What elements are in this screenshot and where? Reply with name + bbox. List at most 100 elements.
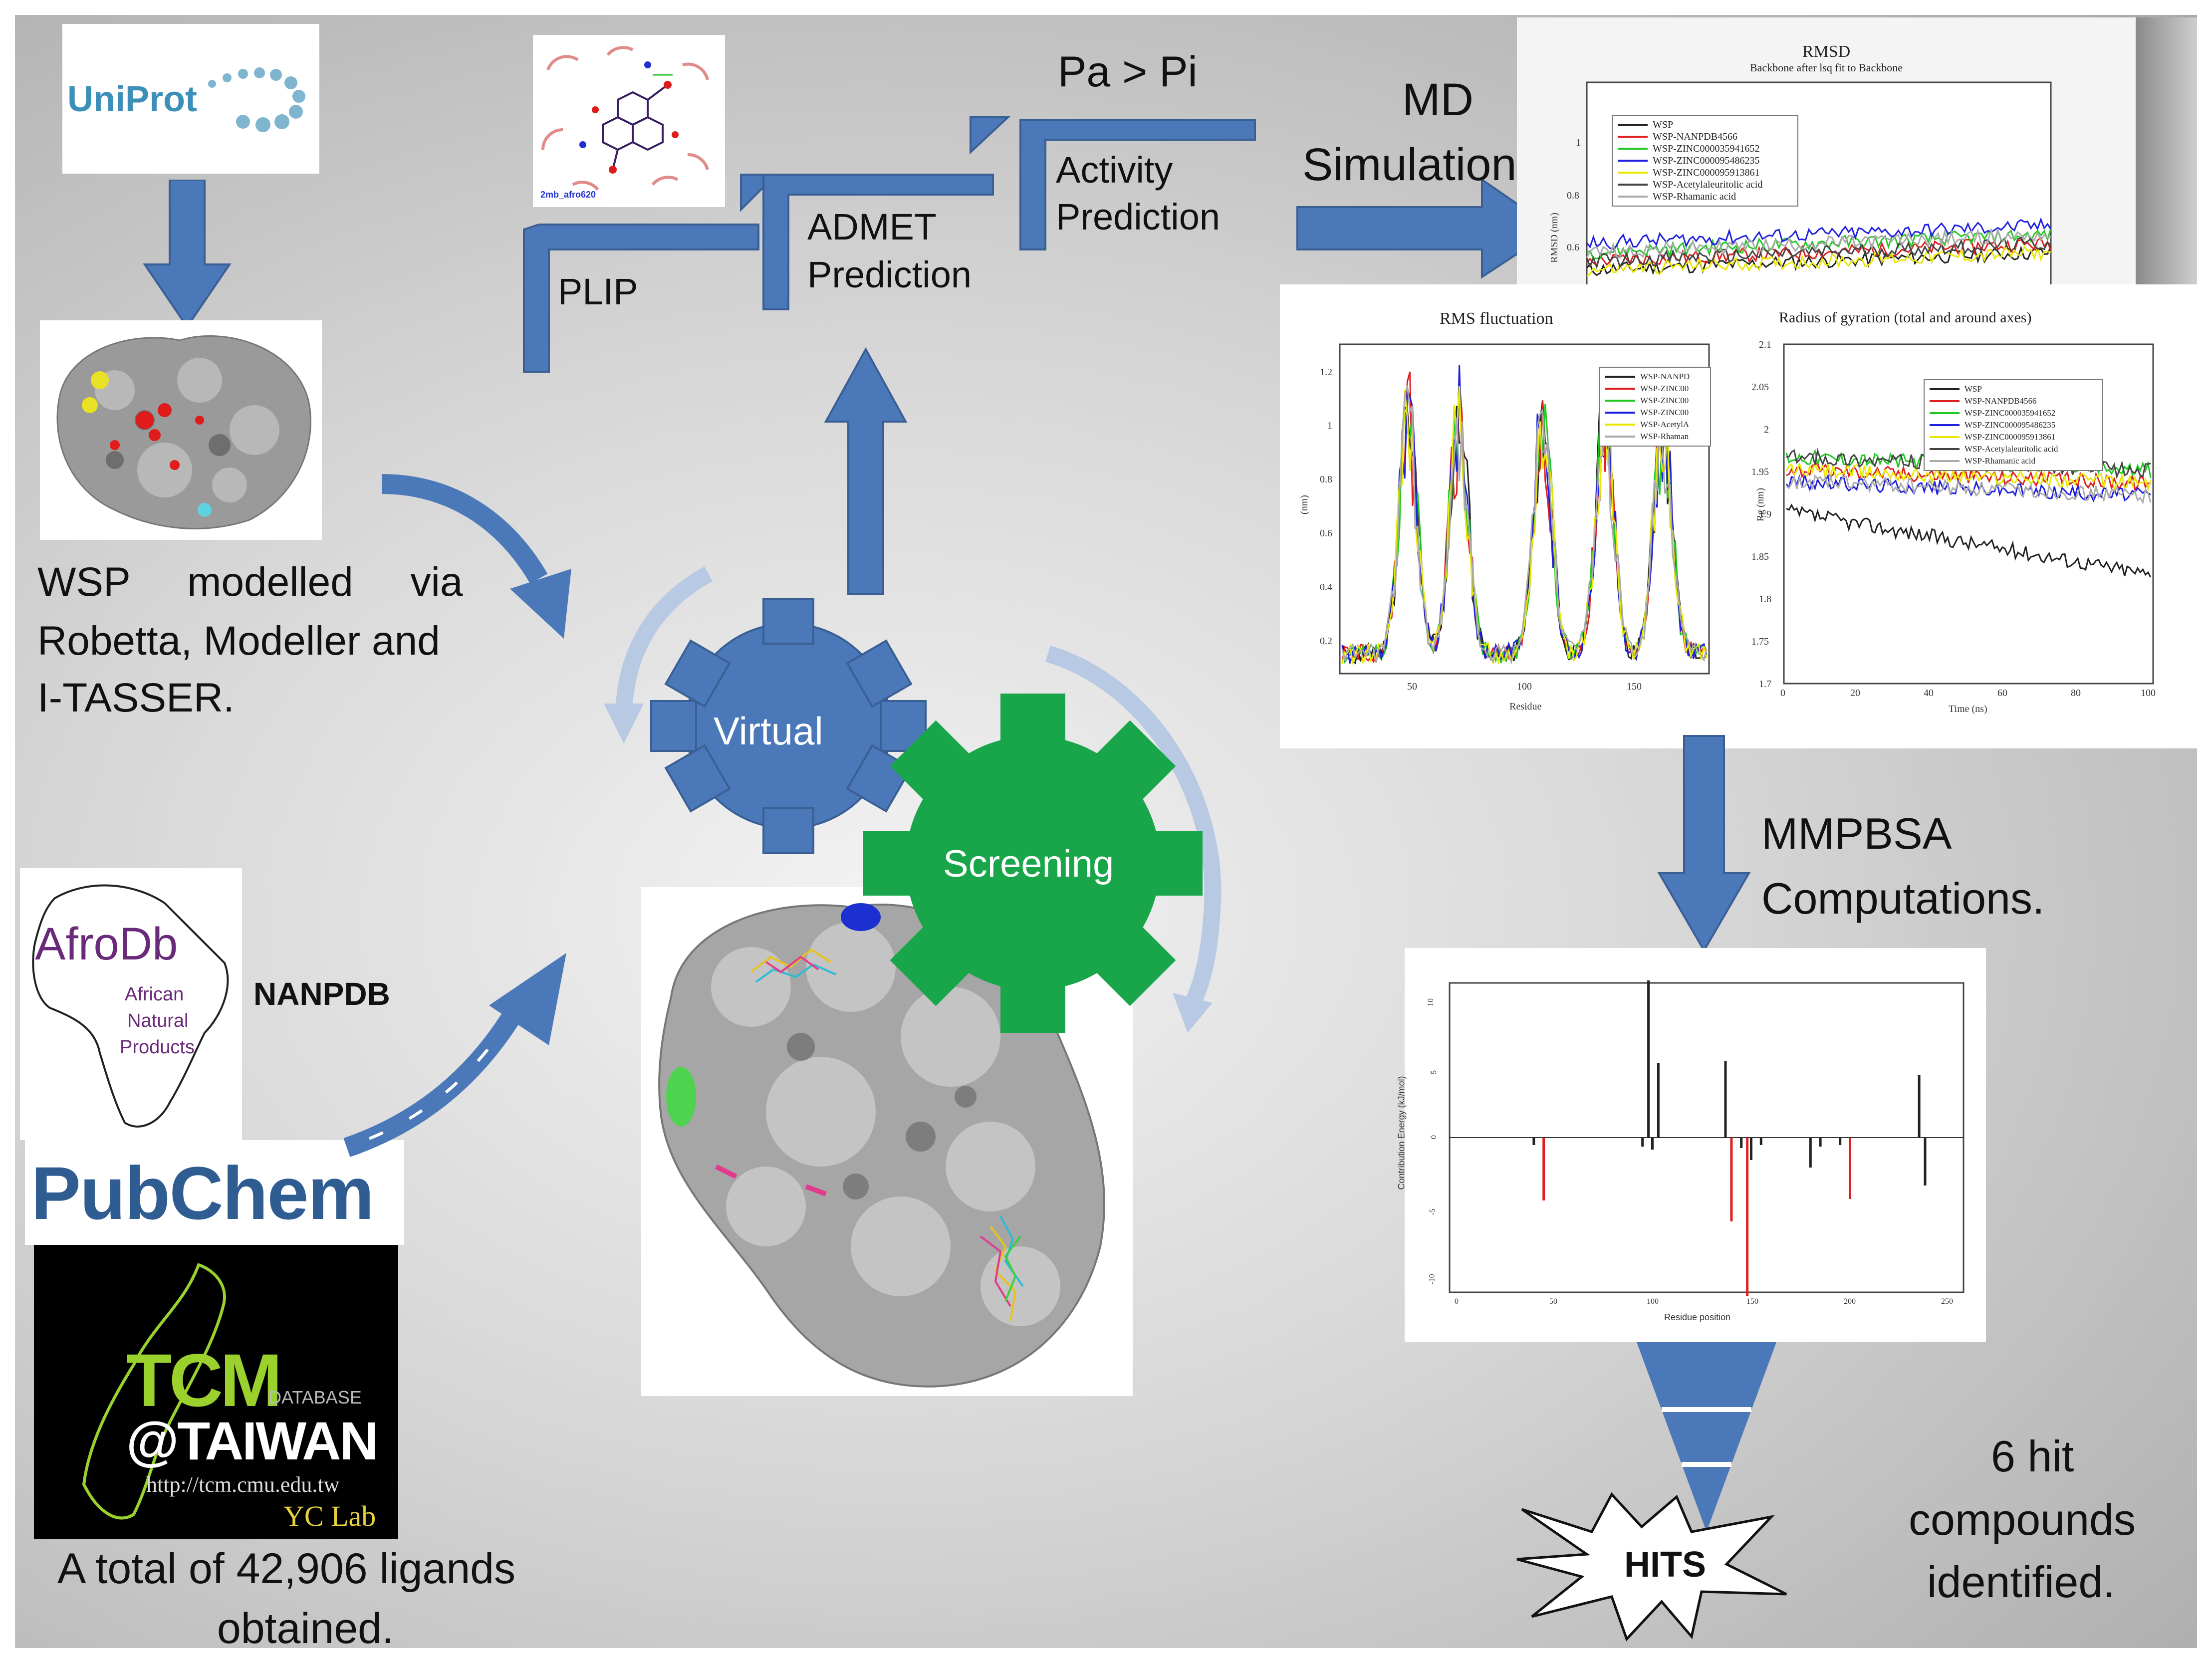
rg-xtick-3: 40 — [1924, 688, 1934, 699]
mmpbsa-ytick-2: 5 — [1430, 1070, 1438, 1074]
series-line — [1586, 237, 2052, 270]
virtual-gear-icon — [650, 598, 927, 854]
mmpbsa-plot — [1449, 980, 1965, 1296]
arrow-model-to-screening — [381, 474, 571, 639]
legend-entry: WSP-Acetylaleuritolic acid — [1930, 443, 2097, 455]
energy-bar — [1730, 1138, 1733, 1221]
mmpbsa-ylabel: Contribution Energy (kJ/mol) — [1396, 1076, 1407, 1190]
hits-funnel-icon — [1637, 1342, 1776, 1532]
rmsf-ytick-1: 1.2 — [1320, 367, 1332, 378]
rmsf-xtick-3: 150 — [1627, 681, 1642, 692]
diagram-canvas: UniProt WSP modelled via Robetta, Modell… — [15, 15, 2197, 1648]
mmpbsa-xtick-3: 100 — [1647, 1297, 1659, 1306]
tcm-sub: DATABASE — [268, 1387, 362, 1408]
legend-entry: WSP — [1618, 119, 1792, 131]
rg-ytick-2: 2.05 — [1751, 382, 1769, 393]
rg-ytick-7: 1.8 — [1759, 594, 1771, 605]
afrodb-line-2: Natural — [127, 1010, 189, 1031]
mmpbsa-xtick-6: 250 — [1941, 1297, 1953, 1306]
legend-label: WSP-ZINC000095913861 — [1653, 167, 1760, 178]
legend-label: WSP-NANPD — [1640, 372, 1690, 381]
rg-xtick-4: 60 — [1997, 688, 2007, 699]
uniprot-logo: UniProt — [62, 24, 319, 174]
rmsf-rg-chart-panel: RMS fluctuation (nm) Residue 50 100 150 … — [1280, 284, 2197, 748]
legend-label: WSP-ZINC000095913861 — [1965, 432, 2056, 442]
energy-bar — [1641, 1138, 1644, 1147]
legend-entry: WSP-ZINC000095486235 — [1930, 419, 2097, 431]
legend-swatch — [1930, 448, 1960, 450]
wsp-caption-line-3: I-TASSER. — [37, 675, 235, 720]
step-plip-label: PLIP — [558, 271, 638, 312]
rg-ytick-8: 1.75 — [1751, 636, 1769, 647]
legend-label: WSP-ZINC00 — [1640, 396, 1689, 405]
legend-swatch — [1605, 388, 1635, 390]
energy-bar — [1651, 1138, 1654, 1150]
hits-caption-line-1: 6 hit — [1991, 1431, 2074, 1481]
legend-swatch — [1618, 136, 1648, 138]
mmpbsa-xtick-2: 50 — [1549, 1297, 1557, 1306]
legend-entry: WSP-ZINC00 — [1605, 407, 1705, 419]
legend-swatch — [1618, 184, 1648, 186]
hits-caption-line-3: identified. — [1927, 1557, 2115, 1607]
rmsf-ytick-2: 1 — [1327, 420, 1332, 431]
legend-label: WSP-ZINC000095486235 — [1965, 420, 2056, 430]
legend-swatch — [1605, 424, 1635, 426]
tcm-lab: YC Lab — [283, 1500, 376, 1532]
legend-entry: WSP-ZINC000035941652 — [1618, 143, 1792, 155]
rg-plot — [1783, 343, 2154, 685]
cycle-arrows — [604, 566, 1222, 1033]
energy-bar — [1657, 1063, 1660, 1138]
taiwan-map-icon — [82, 1263, 226, 1520]
legend-label: WSP — [1653, 119, 1674, 130]
legend-swatch — [1930, 400, 1960, 402]
legend-entry: WSP-Acetylaleuritolic acid — [1618, 179, 1792, 191]
legend-entry: WSP-Rhamanic acid — [1930, 455, 2097, 467]
step-md-line-1: MD — [1402, 74, 1474, 125]
uniprot-dots-icon — [208, 67, 305, 132]
hits-burst-icon — [1516, 1492, 1787, 1642]
rg-ytick-6: 1.85 — [1751, 551, 1769, 562]
rmsd-title: RMSD — [1802, 42, 1851, 61]
series-line — [1341, 385, 1708, 665]
energy-bar — [1918, 1075, 1921, 1138]
hits-caption-line-2: compounds — [1909, 1495, 2136, 1544]
tcm-brand: TCM — [126, 1338, 282, 1422]
legend-label: WSP-AcetylA — [1640, 420, 1690, 429]
step-activity-line-1: Activity — [1056, 149, 1173, 191]
mmpbsa-ytick-3: 0 — [1430, 1135, 1438, 1139]
rmsd-plot — [1586, 81, 2052, 287]
rmsf-ytick-5: 0.4 — [1320, 582, 1332, 593]
tcm-region: @TAIWAN — [126, 1411, 378, 1471]
series-line — [1786, 474, 2152, 504]
legend-entry: WSP-NANPD — [1605, 371, 1705, 383]
legend-entry: WSP-AcetylA — [1605, 419, 1705, 431]
mmpbsa-ytick-4: -5 — [1428, 1208, 1437, 1215]
legend-entry: WSP-ZINC000095486235 — [1618, 155, 1792, 167]
rg-ytick-3: 2 — [1764, 424, 1769, 435]
legend-entry: WSP-ZINC000095913861 — [1618, 167, 1792, 179]
rmsf-xtick-2: 100 — [1517, 681, 1532, 692]
rmsf-xtick-1: 50 — [1407, 681, 1417, 692]
legend-label: WSP-ZINC000035941652 — [1965, 408, 2056, 418]
legend-swatch — [1618, 196, 1648, 198]
rmsf-xlabel: Residue — [1509, 701, 1542, 712]
legend-entry: WSP-Rhaman — [1605, 431, 1705, 443]
gear-screening-label: Screening — [943, 843, 1114, 885]
series-line — [1786, 462, 2151, 491]
series-line — [1786, 503, 2152, 578]
energy-bar — [1647, 980, 1650, 1138]
arrow-md-to-mmpbsa — [1657, 735, 1751, 952]
legend-label: WSP-Acetylaleuritolic acid — [1965, 444, 2058, 454]
legend-entry: WSP-NANPDB4566 — [1618, 131, 1792, 143]
mmpbsa-line-1: MMPBSA — [1761, 809, 1952, 858]
legend-swatch — [1930, 388, 1960, 390]
rmsf-ytick-3: 0.8 — [1320, 474, 1332, 485]
legend-swatch — [1618, 148, 1648, 150]
legend-entry: WSP-ZINC00 — [1605, 395, 1705, 407]
arrow-screening-to-admet — [824, 347, 908, 595]
mmpbsa-line-2: Computations. — [1761, 874, 2045, 923]
energy-bar — [1740, 1138, 1743, 1148]
hits-label: HITS — [1624, 1545, 1707, 1585]
